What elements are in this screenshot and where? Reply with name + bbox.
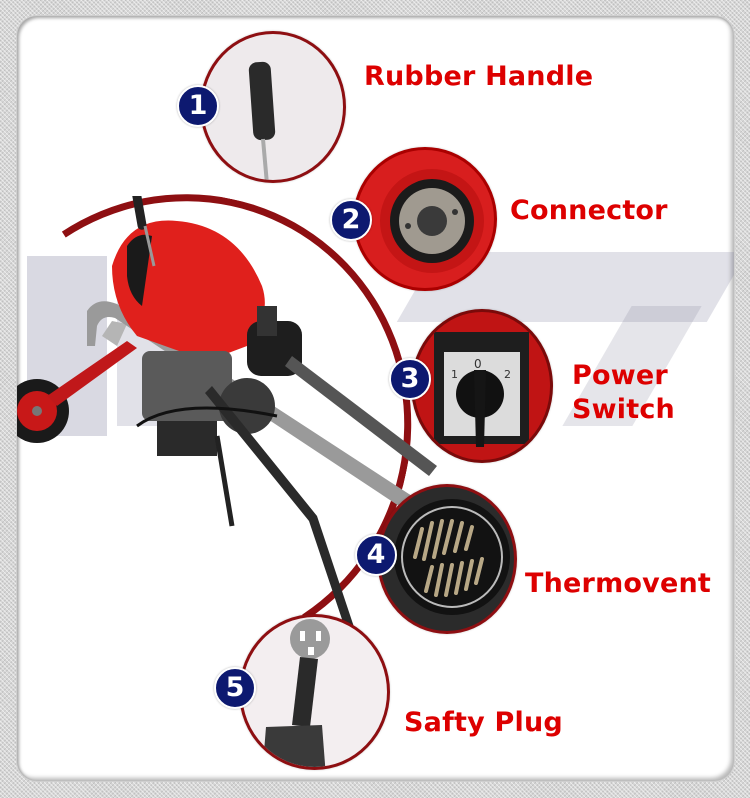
badge-4: 4 bbox=[355, 534, 397, 576]
callout-rubber-handle bbox=[200, 31, 346, 183]
switch-position-2: 2 bbox=[504, 368, 511, 381]
switch-position-0: 0 bbox=[474, 357, 482, 371]
label-power: Power bbox=[572, 360, 668, 391]
image-frame: 1 Rubber Handle 2 Connector 1 0 2 3 Powe… bbox=[17, 16, 734, 781]
switch-position-1: 1 bbox=[451, 368, 458, 381]
callout-connector bbox=[353, 147, 497, 291]
callout-power-switch: 1 0 2 bbox=[411, 309, 553, 463]
power-switch-icon: 1 0 2 bbox=[434, 332, 529, 447]
thermovent-icon bbox=[394, 499, 510, 615]
callout-safety-plug bbox=[239, 614, 390, 770]
badge-5: 5 bbox=[214, 667, 256, 709]
badge-1: 1 bbox=[177, 85, 219, 127]
label-power-switch: Power Switch bbox=[572, 359, 675, 427]
rubber-handle-icon bbox=[248, 61, 276, 180]
badge-3: 3 bbox=[389, 358, 431, 400]
badge-2: 2 bbox=[330, 199, 372, 241]
safety-plug-icon bbox=[262, 619, 330, 767]
label-thermovent: Thermovent bbox=[525, 568, 711, 599]
label-rubber-handle: Rubber Handle bbox=[364, 61, 594, 92]
label-switch: Switch bbox=[572, 393, 675, 425]
label-connector: Connector bbox=[510, 195, 668, 226]
connector-icon bbox=[380, 169, 484, 273]
label-safety-plug: Safty Plug bbox=[404, 707, 563, 738]
callout-thermovent bbox=[377, 484, 517, 634]
